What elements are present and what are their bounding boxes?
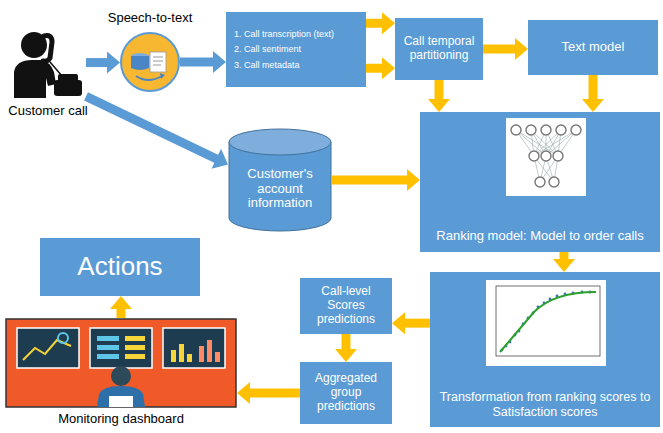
arrow-shaft — [117, 308, 126, 318]
arrow-head — [110, 296, 132, 309]
node-label: 1. Call transcription (text) — [234, 29, 334, 39]
node-label: Transformation from ranking scores to Sa… — [436, 390, 654, 419]
arrow-shaft — [404, 319, 430, 328]
transform-box: Transformation from ranking scores to Sa… — [430, 272, 660, 427]
arrow-shaft — [366, 19, 383, 28]
node-label: Call temporal partitioning — [401, 35, 477, 63]
arrow-head — [237, 382, 250, 404]
model-box: Ranking model: Model to order calls — [420, 112, 660, 252]
flow-arrow — [332, 169, 420, 191]
arrow-head — [212, 149, 228, 169]
dashboard-picture — [5, 318, 237, 408]
flow-arrow — [582, 75, 604, 112]
arrow-shaft — [332, 176, 408, 185]
flow-arrow — [483, 38, 528, 60]
node-label: Customer's account information — [236, 167, 324, 212]
arrow-shaft — [366, 64, 383, 73]
flow-arrow — [392, 312, 430, 334]
process-box: Text model — [528, 20, 658, 75]
arrow-head — [382, 57, 395, 79]
node-caption: Monitoring dashboard — [58, 412, 184, 427]
arrow-head — [428, 99, 450, 112]
arrow-head — [407, 169, 420, 191]
node-label: 3. Call metadata — [234, 60, 300, 70]
flow-arrow — [110, 296, 132, 318]
database-node: Customer's account information — [228, 128, 332, 232]
node-label: Call-level Scores predictions — [306, 285, 386, 326]
dashboard-node: Monitoring dashboard — [5, 318, 237, 408]
flow-arrow — [86, 96, 228, 168]
node-label: Ranking model: Model to order calls — [436, 229, 643, 244]
node-caption: Customer call — [8, 104, 87, 119]
flow-arrow — [428, 80, 450, 112]
process-box: 1. Call transcription (text) 2. Call sent… — [226, 12, 366, 87]
node-label: Actions — [77, 252, 162, 282]
arrow-shaft — [249, 389, 300, 398]
flow-arrow — [335, 334, 357, 362]
node-label: Aggregated group predictions — [306, 372, 386, 413]
node-label: Text model — [562, 40, 625, 55]
flow-arrow — [86, 52, 120, 74]
arrow-head — [382, 12, 395, 34]
action-box: Actions — [40, 238, 200, 296]
arrow-shaft — [86, 96, 217, 159]
process-box: Call-level Scores predictions — [300, 278, 392, 334]
arrow-head — [582, 99, 604, 112]
arrow-shaft — [342, 334, 351, 350]
process-box: Aggregated group predictions — [300, 362, 392, 424]
node-caption: Speech-to-text — [108, 11, 193, 26]
arrow-shaft — [483, 45, 516, 54]
arrow-shaft — [86, 58, 108, 67]
person-node: Customer call — [10, 28, 86, 100]
arrow-head — [515, 38, 528, 60]
flow-arrow — [366, 12, 395, 34]
node-label: 2. Call sentiment — [234, 44, 301, 54]
flow-arrow — [180, 51, 226, 73]
person-on-phone — [10, 28, 86, 100]
speech-to-text-node: Speech-to-text — [120, 32, 180, 92]
arrow-head — [392, 312, 405, 334]
flow-arrow — [553, 252, 575, 272]
flow-arrow — [366, 57, 395, 79]
speech-to-text-icon — [120, 32, 180, 92]
arrow-shaft — [180, 58, 214, 67]
arrow-head — [107, 52, 120, 74]
flow-arrow — [237, 382, 300, 404]
arrow-head — [553, 259, 575, 272]
process-box: Call temporal partitioning — [395, 18, 483, 80]
arrow-shaft — [589, 75, 598, 100]
arrow-head — [213, 51, 226, 73]
arrow-head — [335, 349, 357, 362]
arrow-shaft — [435, 80, 444, 100]
